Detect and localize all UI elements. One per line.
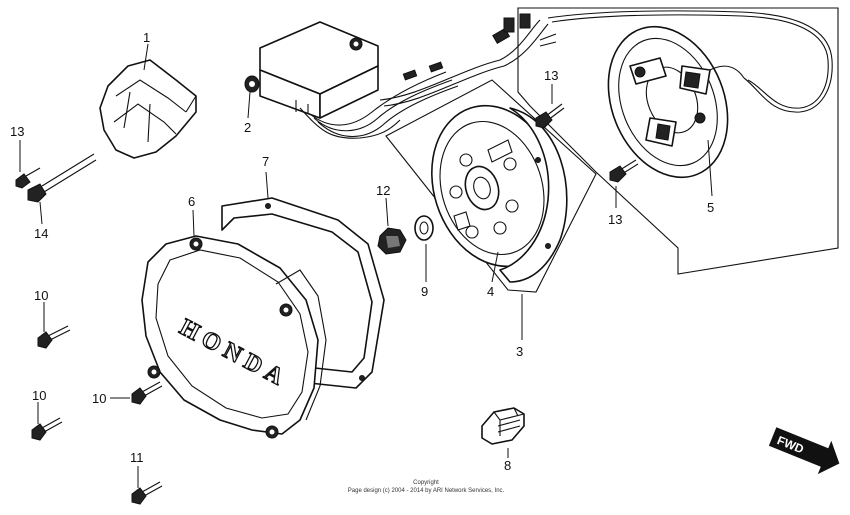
part-9-washer — [414, 215, 434, 282]
callout-10-d: 11 — [130, 450, 144, 465]
flywheel-assembly-box — [385, 79, 597, 293]
part-6-crankcase-cover: HONDA — [141, 209, 327, 439]
part-10-bolt-c — [31, 402, 63, 441]
part-10-bolt-b — [110, 381, 163, 405]
part-10-bolt-d — [131, 466, 163, 505]
part-8-plug — [481, 407, 525, 458]
callout-7: 7 — [262, 154, 269, 169]
callout-3: 3 — [516, 344, 523, 359]
part-4-flywheel — [431, 104, 568, 283]
part-7-gasket — [221, 171, 385, 389]
callout-10-c: 10 — [32, 388, 46, 403]
part-12-bolt — [15, 140, 41, 189]
callout-14: 14 — [34, 226, 48, 241]
callout-10-b: 10 — [92, 391, 106, 406]
part-13-bolt-upper — [535, 84, 565, 129]
forward-direction-arrow: FWD — [768, 427, 840, 475]
callout-13-a: 13 — [544, 68, 558, 83]
callout-12: 13 — [10, 124, 24, 139]
part-1-bracket — [99, 43, 197, 159]
callout-10-a: 10 — [34, 288, 48, 303]
part-14-long-bolt — [27, 153, 97, 225]
callout-11: 12 — [376, 183, 390, 198]
callout-1: 1 — [143, 30, 150, 45]
callout-13-b: 13 — [608, 212, 622, 227]
callout-2: 2 — [244, 120, 251, 135]
part-5-stator — [607, 25, 745, 197]
part-11-nut — [377, 197, 407, 255]
callout-8: 8 — [504, 458, 511, 473]
callout-5: 5 — [707, 200, 714, 215]
part-10-bolt-a — [37, 302, 71, 349]
copyright-line-2: Page design (c) 2004 - 2014 by ARI Netwo… — [348, 488, 505, 494]
copyright-line-1: Copyright — [413, 480, 439, 486]
callout-9: 9 — [421, 284, 428, 299]
wiring-harness — [299, 10, 833, 139]
part-2-cdi-unit — [244, 21, 379, 119]
part-13-bolt-lower — [609, 159, 639, 208]
callout-6: 6 — [188, 194, 195, 209]
stator-assembly-box — [517, 7, 839, 275]
callout-4: 4 — [487, 284, 494, 299]
